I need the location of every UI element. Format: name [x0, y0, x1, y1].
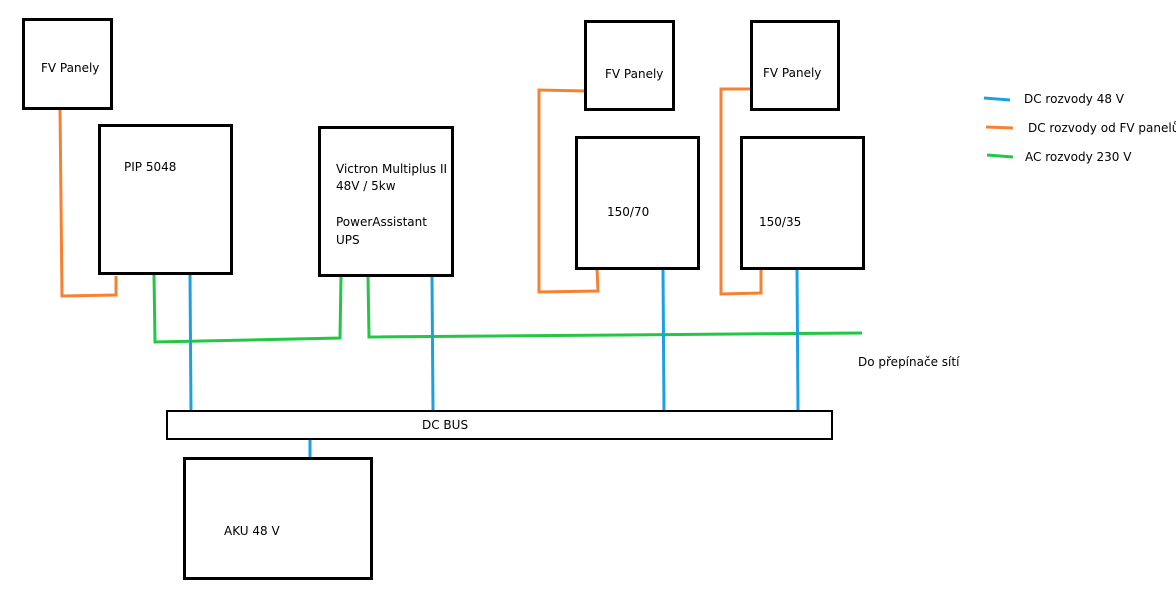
dc-line-mppt1	[661, 267, 666, 413]
mppt-controller-label: 150/35	[759, 215, 802, 229]
victron-label-rating: 48V / 5kw	[336, 179, 396, 193]
ac-line-pip-victron	[152, 273, 343, 344]
legend-label-ac: AC rozvody 230 V	[1025, 150, 1132, 164]
dc-bus-box: DC BUS	[166, 410, 833, 440]
pv-line-fv1-pip	[58, 107, 118, 298]
dc-line-mppt2	[795, 267, 800, 413]
mppt-controller-box-1: 150/70	[575, 136, 700, 270]
battery-box: AKU 48 V	[183, 457, 373, 580]
battery-label: AKU 48 V	[224, 524, 280, 538]
fv-panels-box-2: FV Panely	[584, 20, 675, 111]
legend-swatch-ac	[986, 153, 1014, 159]
fv-panels-label: FV Panely	[605, 67, 664, 81]
pv-line-fv2-mppt1	[537, 88, 600, 294]
legend-swatch-pv	[985, 125, 1014, 130]
dc-line-pip	[188, 273, 193, 413]
legend-label-pv: DC rozvody od FV panelů	[1028, 121, 1176, 135]
dc-wiring	[188, 267, 800, 459]
legend-swatch-dc	[983, 96, 1011, 102]
ac-line-victron-out	[366, 275, 863, 339]
fv-panels-box-3: FV Panely	[750, 20, 840, 111]
victron-label-ups: UPS	[336, 233, 360, 247]
fv-panels-label: FV Panely	[763, 66, 822, 80]
pv-line-fv3-mppt2	[719, 87, 763, 296]
victron-label-model: Victron Multiplus II	[336, 162, 448, 176]
victron-inverter-box: Victron Multiplus II 48V / 5kw PowerAssi…	[318, 126, 454, 277]
fv-panels-label: FV Panely	[41, 61, 100, 75]
pip-inverter-label: PIP 5048	[124, 160, 177, 174]
ac-output-label: Do přepínače sítí	[858, 355, 960, 369]
legend-label-dc: DC rozvody 48 V	[1024, 92, 1125, 106]
victron-label-mode: PowerAssistant	[336, 215, 427, 229]
pip-inverter-box: PIP 5048	[98, 124, 233, 275]
dc-line-victron	[430, 275, 435, 413]
mppt-controller-box-2: 150/35	[740, 136, 865, 270]
mppt-controller-label: 150/70	[607, 205, 650, 219]
legend-swatches	[983, 96, 1014, 159]
pv-wiring	[58, 87, 763, 298]
ac-wiring	[152, 273, 863, 344]
dc-bus-label: DC BUS	[422, 418, 469, 432]
fv-panels-box-1: FV Panely	[22, 18, 113, 110]
